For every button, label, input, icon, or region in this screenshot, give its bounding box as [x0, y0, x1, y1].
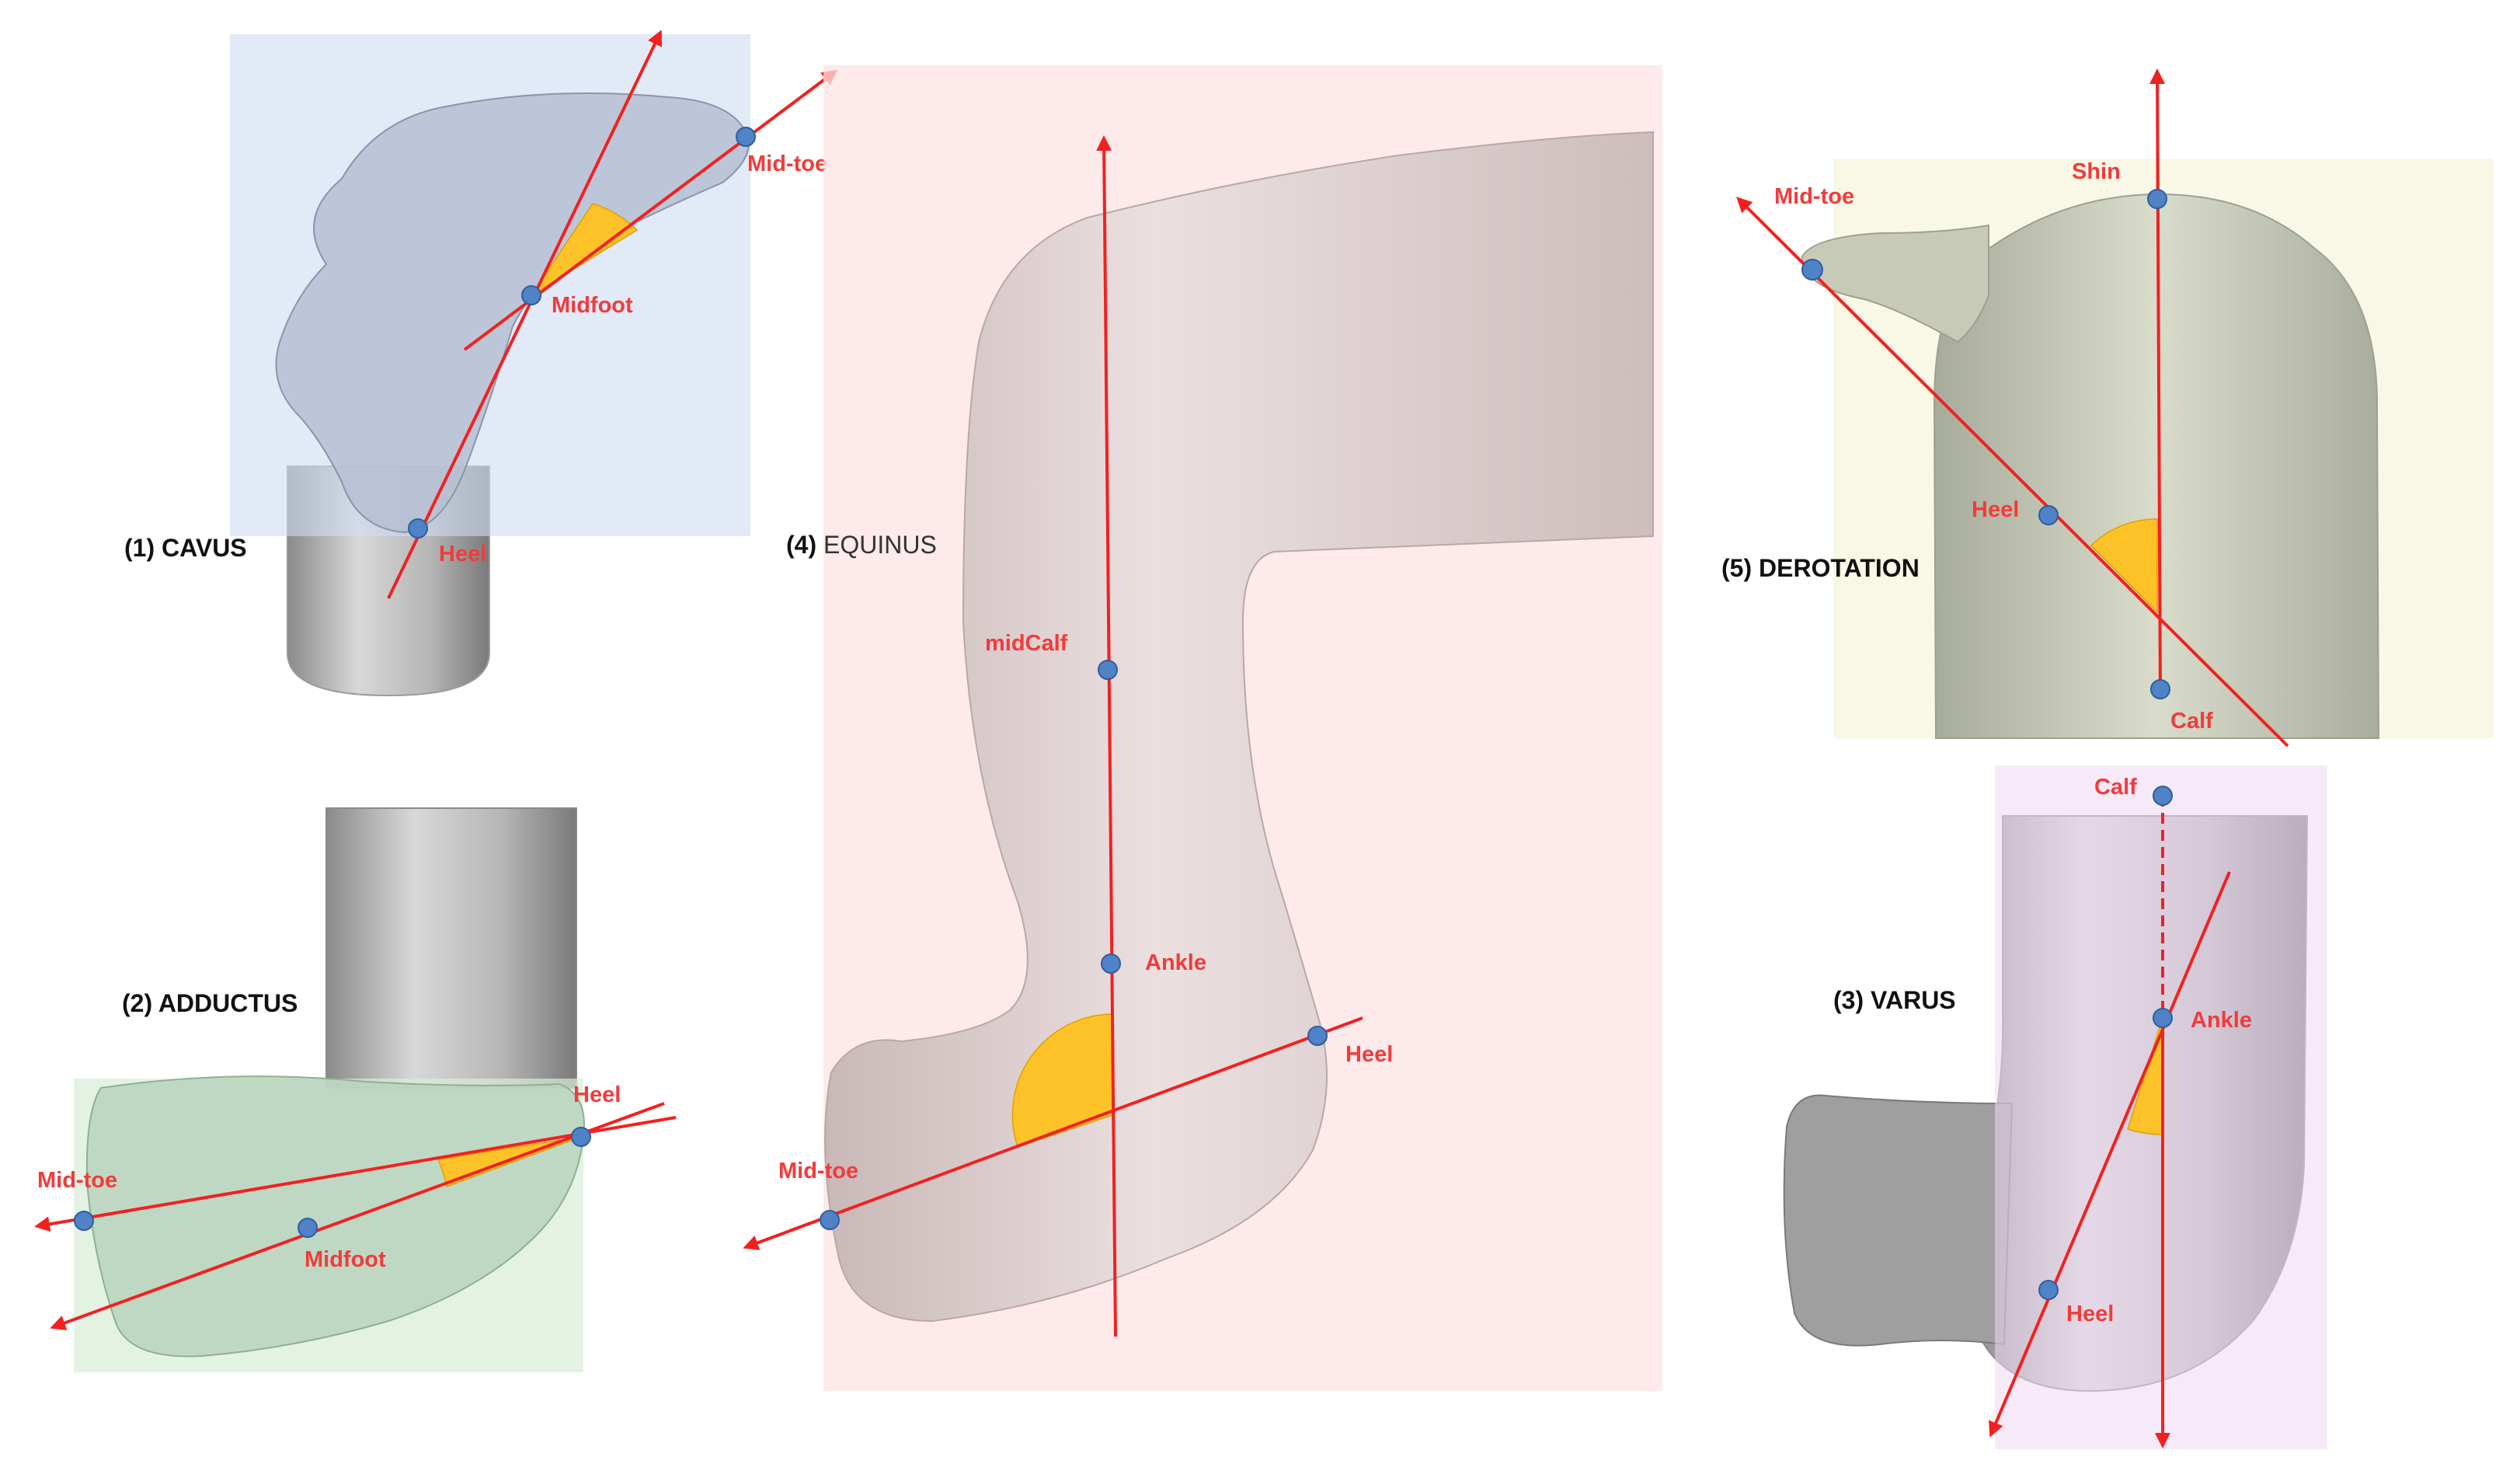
derotation-heel-label: Heel — [1972, 497, 2019, 522]
varus-ankle-label: Ankle — [2191, 1008, 2252, 1033]
equinus-midtoe-point — [820, 1210, 840, 1230]
equinus-vertical-axis — [1096, 135, 1117, 1337]
adductus-heel-midtoe-axis — [34, 1116, 677, 1232]
adductus-midtoe-point — [74, 1211, 94, 1231]
equinus-angle-wedge — [1011, 1013, 1113, 1148]
equinus-midcalf-label: midCalf — [985, 631, 1068, 656]
varus-foot-shape — [1783, 1094, 2014, 1347]
cavus-midfoot-label: Midfoot — [552, 293, 633, 318]
cavus-title: (1) CAVUS — [124, 534, 247, 562]
derotation-angle-wedge — [2090, 518, 2158, 614]
panel-adductus: Heel Mid-toe Midfoot (2) ADDUCTUS — [34, 807, 677, 1372]
derotation-toe-shape — [1801, 224, 1989, 343]
derotation-midtoe-label: Mid-toe — [1774, 184, 1854, 209]
adductus-midtoe-label: Mid-toe — [37, 1168, 117, 1193]
adductus-midfoot-label: Midfoot — [305, 1247, 386, 1272]
derotation-shin-label: Shin — [2072, 159, 2121, 184]
equinus-midtoe-label: Mid-toe — [778, 1159, 858, 1183]
equinus-heel-midtoe-axis — [743, 1016, 1363, 1250]
cavus-midtoe-point — [736, 127, 756, 147]
panel-equinus: midCalf Ankle Heel Mid-toe (4) EQUINUS — [743, 65, 1662, 1391]
derotation-midtoe-point — [1801, 259, 1823, 281]
adductus-midfoot-point — [298, 1218, 318, 1238]
panel-cavus: Mid-toe Midfoot Heel (1) CAVUS — [124, 30, 838, 697]
derotation-shin-point — [2147, 189, 2167, 209]
equinus-heel-point — [1307, 1026, 1328, 1046]
cavus-angle-wedge — [531, 203, 639, 296]
equinus-midcalf-point — [1098, 660, 1118, 680]
varus-ankle-point — [2153, 1008, 2173, 1028]
varus-calf-point — [2153, 786, 2173, 806]
derotation-calf-point — [2150, 679, 2170, 699]
varus-heel-axis — [1989, 871, 2231, 1438]
varus-calf-label: Calf — [2094, 775, 2137, 800]
derotation-heel-point — [2038, 505, 2059, 525]
adductus-leg-shape — [325, 807, 577, 1089]
varus-title: (3) VARUS — [1833, 986, 1956, 1014]
adductus-heel-point — [571, 1127, 591, 1147]
adductus-foot-shape — [85, 1075, 585, 1358]
derotation-heel-midtoe-axis — [1736, 197, 2289, 748]
adductus-heel-label: Heel — [573, 1082, 621, 1107]
equinus-heel-label: Heel — [1345, 1042, 1393, 1067]
derotation-leg-shape — [1933, 193, 2380, 739]
cavus-heel-midfoot-axis — [387, 30, 663, 599]
cavus-heel-label: Heel — [439, 542, 486, 566]
varus-heel-label: Heel — [2066, 1302, 2114, 1326]
equinus-ankle-point — [1101, 953, 1121, 974]
panel-derotation: Shin Mid-toe Heel Calf (5) DEROTATION — [1721, 68, 2494, 748]
equinus-ankle-label: Ankle — [1145, 950, 1206, 975]
derotation-calf-label: Calf — [2170, 709, 2213, 734]
adductus-heel-midfoot-axis — [50, 1102, 665, 1330]
equinus-leg-shape — [824, 131, 1654, 1323]
varus-heel-point — [2038, 1280, 2059, 1300]
cavus-heel-point — [408, 518, 428, 539]
equinus-title: (4) EQUINUS — [786, 531, 937, 559]
cavus-midfoot-point — [521, 285, 541, 305]
adductus-title: (2) ADDUCTUS — [122, 989, 298, 1017]
cavus-midtoe-label: Mid-toe — [747, 152, 827, 176]
derotation-vertical-axis — [2149, 68, 2166, 700]
panel-varus: Calf Ankle Heel (3) VARUS — [1783, 765, 2327, 1449]
derotation-title: (5) DEROTATION — [1721, 554, 1920, 582]
